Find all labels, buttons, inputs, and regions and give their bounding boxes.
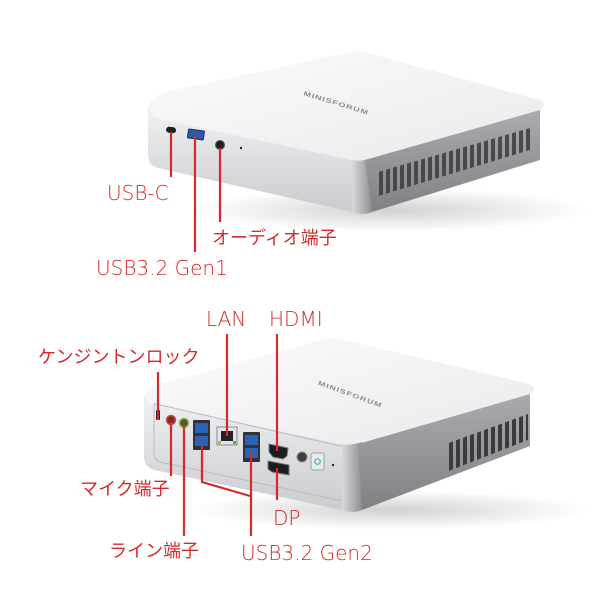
side-vents xyxy=(446,414,528,472)
label-hdmi: HDMI xyxy=(269,307,323,331)
top-surface xyxy=(143,338,534,445)
usb-a-gen2-ports-left xyxy=(193,420,210,450)
power-led xyxy=(239,146,243,150)
label-usb32-gen1: USB3.2 Gen1 xyxy=(96,256,228,280)
side-vents xyxy=(378,128,530,196)
label-line-jack: ライン端子 xyxy=(109,541,199,562)
label-kensington-lock: ケンジントンロック xyxy=(38,347,200,368)
usb-c-port xyxy=(166,126,176,134)
power-button xyxy=(310,452,325,471)
rear-callout-lines xyxy=(156,334,279,536)
label-dp: DP xyxy=(273,506,301,530)
top-surface xyxy=(147,51,545,162)
side-panel xyxy=(358,394,530,510)
label-mic-jack: マイク端子 xyxy=(80,479,170,500)
label-usb32-gen2: USB3.2 Gen2 xyxy=(241,541,373,565)
dc-jack xyxy=(296,451,308,463)
label-audio-jack: オーディオ端子 xyxy=(212,228,337,249)
label-lan: LAN xyxy=(206,307,247,331)
front-view-device: MINISFORUM xyxy=(147,51,590,252)
hdmi-port xyxy=(268,443,289,460)
front-callout-lines xyxy=(169,132,222,252)
label-usb-c: USB-C xyxy=(107,181,169,205)
rear-view-device: MINISFORUM xyxy=(143,334,590,536)
displayport-port xyxy=(267,460,290,476)
